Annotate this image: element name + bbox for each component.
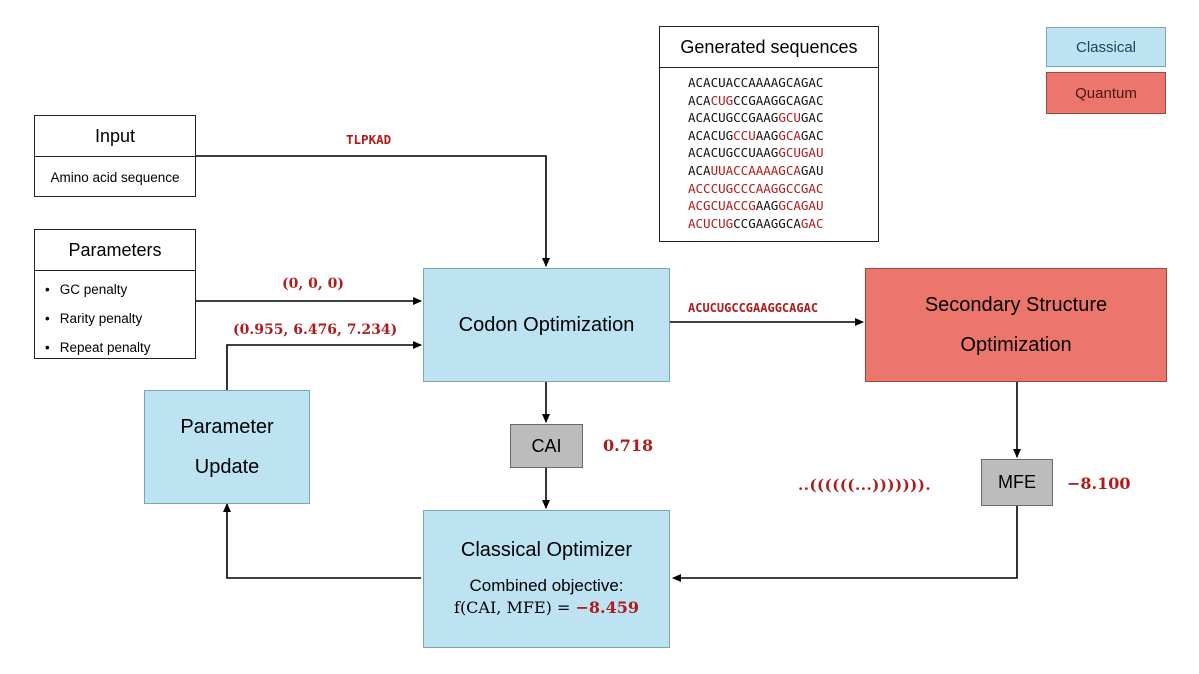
input-box: Input Amino acid sequence bbox=[34, 115, 196, 197]
legend-classical-label: Classical bbox=[1075, 38, 1136, 56]
input-to-codon-arrow bbox=[196, 155, 550, 267]
sequence-segment: AAG bbox=[755, 127, 779, 143]
codon-optimization-box: Codon Optimization bbox=[423, 268, 670, 382]
legend-classical: Classical bbox=[1046, 27, 1166, 67]
sequence-segment: UUACCAAAAGCA bbox=[710, 162, 801, 178]
mfe-value: −8.100 bbox=[1067, 474, 1131, 493]
sequence-segment: ACGCUACCG bbox=[688, 198, 756, 214]
generated-sequence-6: ACAUUACCAAAAGCAGAU bbox=[688, 162, 878, 180]
sequence-segment: GAC bbox=[800, 110, 824, 126]
sequence-segment: ACACUGCCUAAG bbox=[688, 145, 779, 161]
objective-formula-text: f(CAI, MFE) = bbox=[454, 598, 576, 617]
mfe-box: MFE bbox=[981, 459, 1053, 506]
optimizer-to-update-arrow bbox=[223, 503, 421, 579]
parameter-update-label-line2: Update bbox=[194, 456, 260, 478]
sequence-segment: GAU bbox=[800, 162, 824, 178]
legend-quantum: Quantum bbox=[1046, 72, 1166, 114]
cai-label: CAI bbox=[531, 435, 562, 456]
objective-value: −8.459 bbox=[575, 598, 639, 617]
generated-sequence-9: ACUCUGCCGAAGGCAGAC bbox=[688, 215, 878, 233]
generated-sequences-panel: Generated sequences ACACUACCAAAAGCAGAC AC… bbox=[659, 26, 879, 242]
classical-optimizer-label: Classical Optimizer bbox=[460, 539, 633, 561]
input-sequence-label: TLPKAD bbox=[346, 132, 392, 147]
sequence-segment: CCGAAGGCAGAC bbox=[733, 92, 824, 108]
initial-parameters-label: (0, 0, 0) bbox=[282, 276, 344, 292]
parameter-item-repeat: •Repeat penalty bbox=[45, 340, 151, 355]
sequence-segment: GAC bbox=[800, 215, 824, 231]
objective-formula: f(CAI, MFE) = −8.459 bbox=[424, 598, 669, 617]
sequence-segment: GAC bbox=[800, 127, 824, 143]
sequence-segment: ACACUACCAAAAGCAGAC bbox=[688, 75, 824, 90]
generated-sequence-1: ACACUACCAAAAGCAGAC bbox=[688, 74, 878, 92]
sequence-segment: AAG bbox=[755, 198, 779, 214]
codon-optimization-label: Codon Optimization bbox=[458, 313, 635, 336]
mfe-to-optimizer-arrow bbox=[672, 506, 1018, 582]
parameters-box: Parameters •GC penalty •Rarity penalty •… bbox=[34, 229, 196, 359]
parameter-item-gc: •GC penalty bbox=[45, 282, 128, 297]
mfe-dot-bracket-structure: ..((((((...))))))). bbox=[798, 476, 932, 494]
sequence-segment: CCU bbox=[733, 127, 756, 143]
sequence-segment: GCUGAU bbox=[778, 145, 824, 161]
cai-box: CAI bbox=[510, 424, 583, 468]
sequence-segment: CUG bbox=[710, 92, 734, 108]
generated-sequence-2: ACACUGCCGAAGGCAGAC bbox=[688, 92, 878, 110]
generated-sequences-title: Generated sequences bbox=[660, 27, 878, 68]
parameters-title: Parameters bbox=[35, 230, 195, 271]
sequence-segment: ACA bbox=[688, 92, 711, 108]
generated-sequence-3: ACACUGCCGAAGGCUGAC bbox=[688, 109, 878, 127]
input-description: Amino acid sequence bbox=[50, 169, 180, 185]
sequence-segment: ACACUGCCGAAG bbox=[688, 110, 779, 126]
codon-output-sequence: ACUCUGCCGAAGGCAGAC bbox=[688, 301, 819, 315]
generated-sequence-8: ACGCUACCGAAGGCAGAU bbox=[688, 197, 878, 215]
combined-objective-label: Combined objective: bbox=[469, 576, 624, 595]
sequence-segment: GCA bbox=[778, 127, 801, 143]
sequence-segment: GCAGAU bbox=[778, 198, 824, 214]
mfe-label: MFE bbox=[998, 472, 1036, 492]
sequence-segment: GCU bbox=[778, 110, 801, 126]
sequence-segment: CCGAAGGCA bbox=[733, 215, 801, 231]
secondary-structure-box: Secondary Structure Optimization bbox=[865, 268, 1167, 382]
secondary-structure-label-line1: Secondary Structure bbox=[924, 294, 1108, 316]
sequence-segment: ACCCUGCCCAAGGCCGAC bbox=[688, 180, 824, 196]
generated-sequence-5: ACACUGCCUAAGGCUGAU bbox=[688, 144, 878, 162]
sequence-segment: ACUCUG bbox=[688, 215, 734, 231]
generated-sequence-7: ACCCUGCCCAAGGCCGAC bbox=[688, 180, 878, 198]
parameter-update-label-line1: Parameter bbox=[180, 416, 274, 438]
parameter-item-rarity: •Rarity penalty bbox=[45, 311, 143, 326]
updated-parameters-label: (0.955, 6.476, 7.234) bbox=[233, 322, 398, 338]
legend-quantum-label: Quantum bbox=[1075, 84, 1137, 102]
cai-value: 0.718 bbox=[603, 436, 654, 455]
input-title: Input bbox=[35, 116, 195, 157]
generated-sequence-4: ACACUGCCUAAGGCAGAC bbox=[688, 127, 878, 145]
sequence-segment: ACA bbox=[688, 162, 711, 178]
secondary-structure-label-line2: Optimization bbox=[960, 334, 1072, 356]
sequence-segment: ACACUG bbox=[688, 127, 734, 143]
classical-optimizer-box: Classical Optimizer Combined objective: … bbox=[423, 510, 670, 648]
parameter-update-box: Parameter Update bbox=[144, 390, 310, 504]
update-to-codon-arrow bbox=[226, 341, 422, 390]
